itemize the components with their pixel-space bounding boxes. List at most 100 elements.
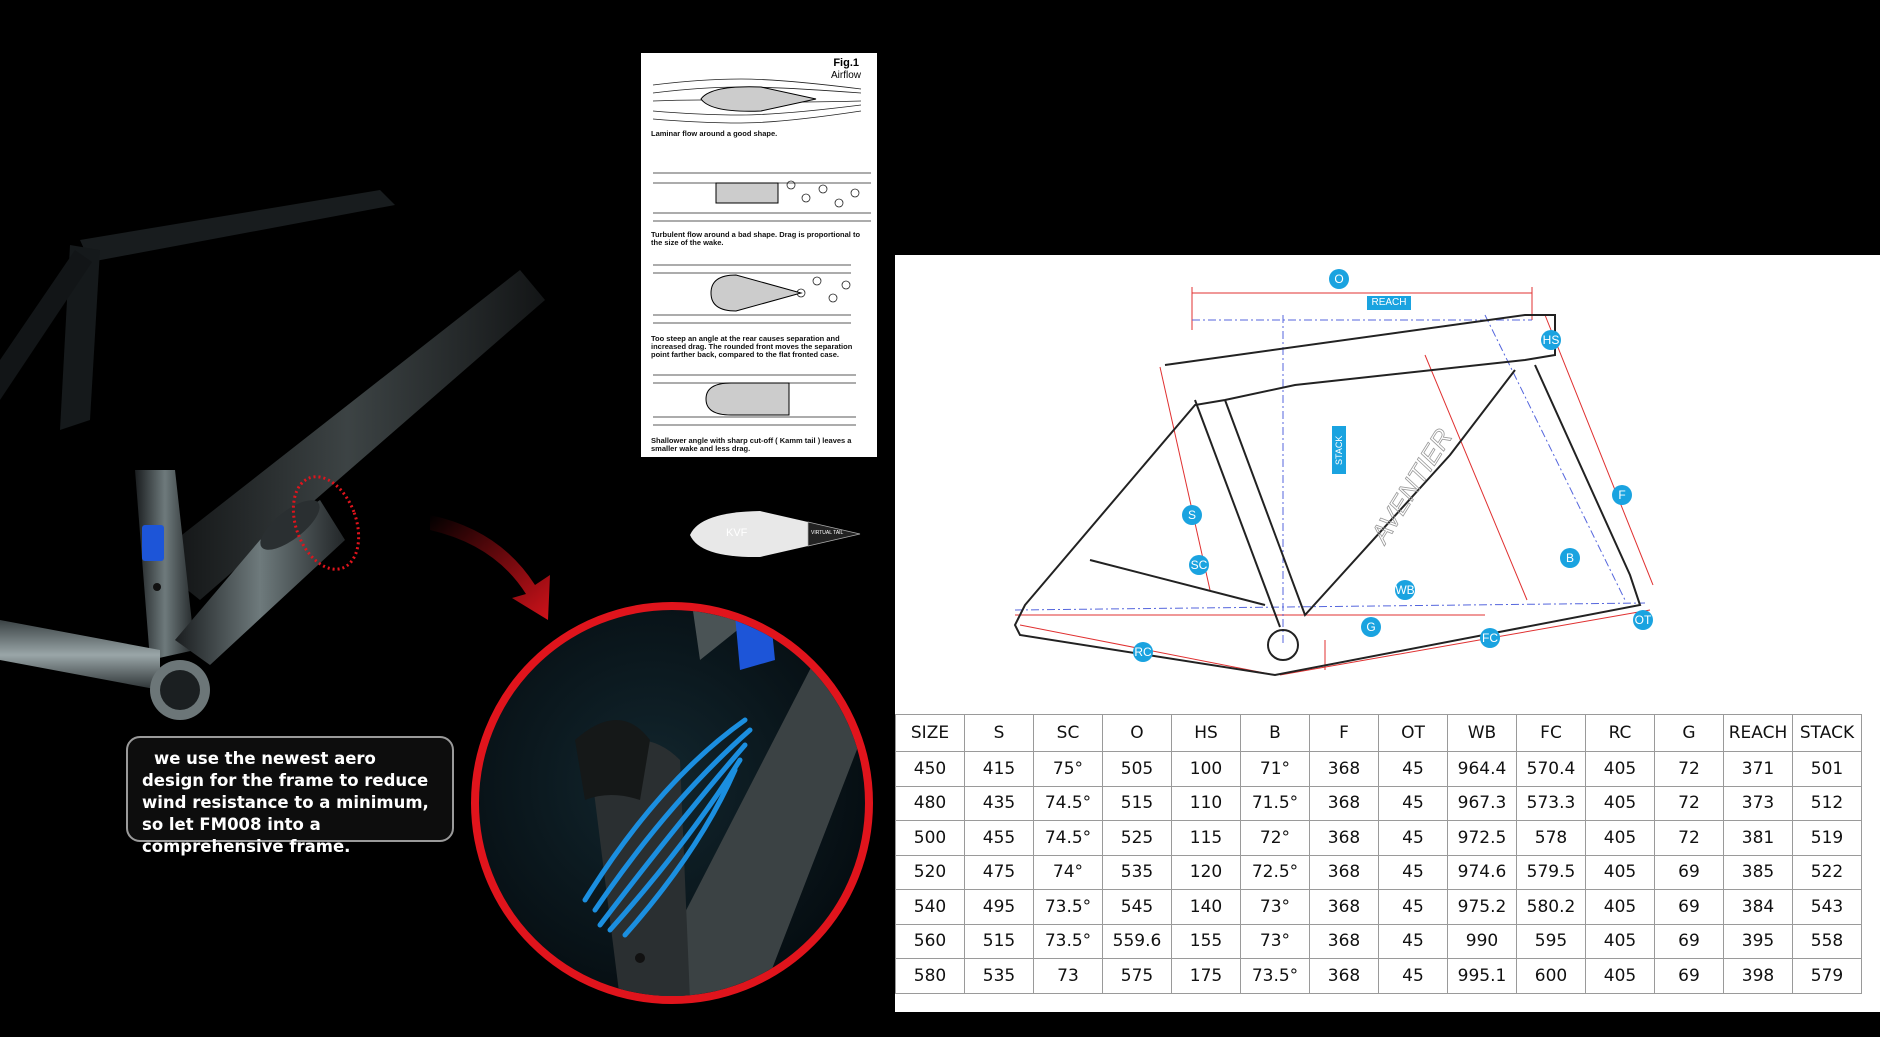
table-cell: 71.5° — [1240, 785, 1310, 821]
table-cell: 435 — [964, 785, 1034, 821]
table-cell: 405 — [1585, 889, 1655, 925]
airflow-figure: Fig.1 Airflow Laminar flow around a good… — [641, 53, 877, 457]
table-cell: 545 — [1102, 889, 1172, 925]
table-header-cell: REACH — [1723, 714, 1793, 752]
figure-title: Fig.1 — [833, 57, 859, 69]
table-cell: 512 — [1792, 785, 1862, 821]
table-cell: 72 — [1654, 820, 1724, 856]
table-cell: 543 — [1792, 889, 1862, 925]
table-cell: 405 — [1585, 751, 1655, 787]
table-header-cell: HS — [1171, 714, 1241, 752]
table-cell: 995.1 — [1447, 958, 1517, 994]
table-cell: 600 — [1516, 958, 1586, 994]
table-cell: 73.5° — [1240, 958, 1310, 994]
table-cell: 110 — [1171, 785, 1241, 821]
table-cell: 570.4 — [1516, 751, 1586, 787]
table-cell: 405 — [1585, 820, 1655, 856]
table-cell: 395 — [1723, 923, 1793, 959]
table-cell: 74.5° — [1033, 820, 1103, 856]
table-cell: 495 — [964, 889, 1034, 925]
table-header-cell: OT — [1378, 714, 1448, 752]
table-cell: 155 — [1171, 923, 1241, 959]
table-cell: 575 — [1102, 958, 1172, 994]
table-cell: 74.5° — [1033, 785, 1103, 821]
table-cell: 450 — [895, 751, 965, 787]
table-cell: 519 — [1792, 820, 1862, 856]
diagram-label: WB — [1395, 580, 1415, 600]
table-cell: 398 — [1723, 958, 1793, 994]
table-cell: 72 — [1654, 785, 1724, 821]
table-cell: 578 — [1516, 820, 1586, 856]
table-cell: 974.6 — [1447, 854, 1517, 890]
airflow-caption-4: Shallower angle with sharp cut-off ( Kam… — [651, 436, 852, 453]
table-cell: 455 — [964, 820, 1034, 856]
geometry-diagram: AVENTIER — [1013, 287, 1654, 677]
frame-render-image — [0, 190, 873, 1004]
table-header-cell: SIZE — [895, 714, 965, 752]
table-cell: 579 — [1792, 958, 1862, 994]
table-cell: 45 — [1378, 889, 1448, 925]
table-cell: 140 — [1171, 889, 1241, 925]
table-cell: 405 — [1585, 923, 1655, 959]
table-cell: 964.4 — [1447, 751, 1517, 787]
table-cell: 500 — [895, 820, 965, 856]
table-cell: 120 — [1171, 854, 1241, 890]
table-cell: 381 — [1723, 820, 1793, 856]
table-cell: 595 — [1516, 923, 1586, 959]
table-cell: 505 — [1102, 751, 1172, 787]
table-header-cell: FC — [1516, 714, 1586, 752]
table-header-cell: RC — [1585, 714, 1655, 752]
table-cell: 368 — [1309, 751, 1379, 787]
airflow-caption-1: Laminar flow around a good shape. — [651, 129, 778, 138]
diagram-label: REACH — [1367, 296, 1411, 310]
table-cell: 69 — [1654, 854, 1724, 890]
diagram-label: FC — [1480, 628, 1500, 648]
table-cell: 480 — [895, 785, 965, 821]
diagram-label: STACK — [1332, 426, 1346, 474]
table-cell: 73° — [1240, 889, 1310, 925]
table-cell: 73.5° — [1033, 889, 1103, 925]
figure-subtitle: Airflow — [830, 70, 861, 81]
table-cell: 405 — [1585, 854, 1655, 890]
diagram-label: HS — [1541, 330, 1561, 350]
table-cell: 368 — [1309, 820, 1379, 856]
table-cell: 579.5 — [1516, 854, 1586, 890]
table-cell: 368 — [1309, 785, 1379, 821]
table-cell: 405 — [1585, 958, 1655, 994]
table-cell: 558 — [1792, 923, 1862, 959]
table-cell: 115 — [1171, 820, 1241, 856]
table-cell: 371 — [1723, 751, 1793, 787]
table-cell: 515 — [964, 923, 1034, 959]
table-cell: 45 — [1378, 751, 1448, 787]
diagram-label: G — [1361, 617, 1381, 637]
table-cell: 573.3 — [1516, 785, 1586, 821]
diagram-label: B — [1560, 548, 1580, 568]
airflow-caption-2: Turbulent flow around a bad shape. Drag … — [651, 230, 861, 247]
aero-caption-text: we use the newest aero design for the fr… — [142, 749, 429, 856]
table-cell: 415 — [964, 751, 1034, 787]
diagram-label: S — [1182, 505, 1202, 525]
table-header-cell: B — [1240, 714, 1310, 752]
table-cell: 69 — [1654, 958, 1724, 994]
table-cell: 368 — [1309, 854, 1379, 890]
table-cell: 525 — [1102, 820, 1172, 856]
table-cell: 368 — [1309, 958, 1379, 994]
table-cell: 69 — [1654, 923, 1724, 959]
table-header-cell: G — [1654, 714, 1724, 752]
kvf-label: KVF — [726, 527, 748, 539]
table-cell: 74° — [1033, 854, 1103, 890]
table-header-cell: WB — [1447, 714, 1517, 752]
table-header-cell: F — [1309, 714, 1379, 752]
table-cell: 580.2 — [1516, 889, 1586, 925]
table-cell: 73.5° — [1033, 923, 1103, 959]
table-cell: 972.5 — [1447, 820, 1517, 856]
table-cell: 535 — [1102, 854, 1172, 890]
table-cell: 45 — [1378, 820, 1448, 856]
virtual-tail-label: VIRTUAL TAIL — [811, 530, 844, 536]
